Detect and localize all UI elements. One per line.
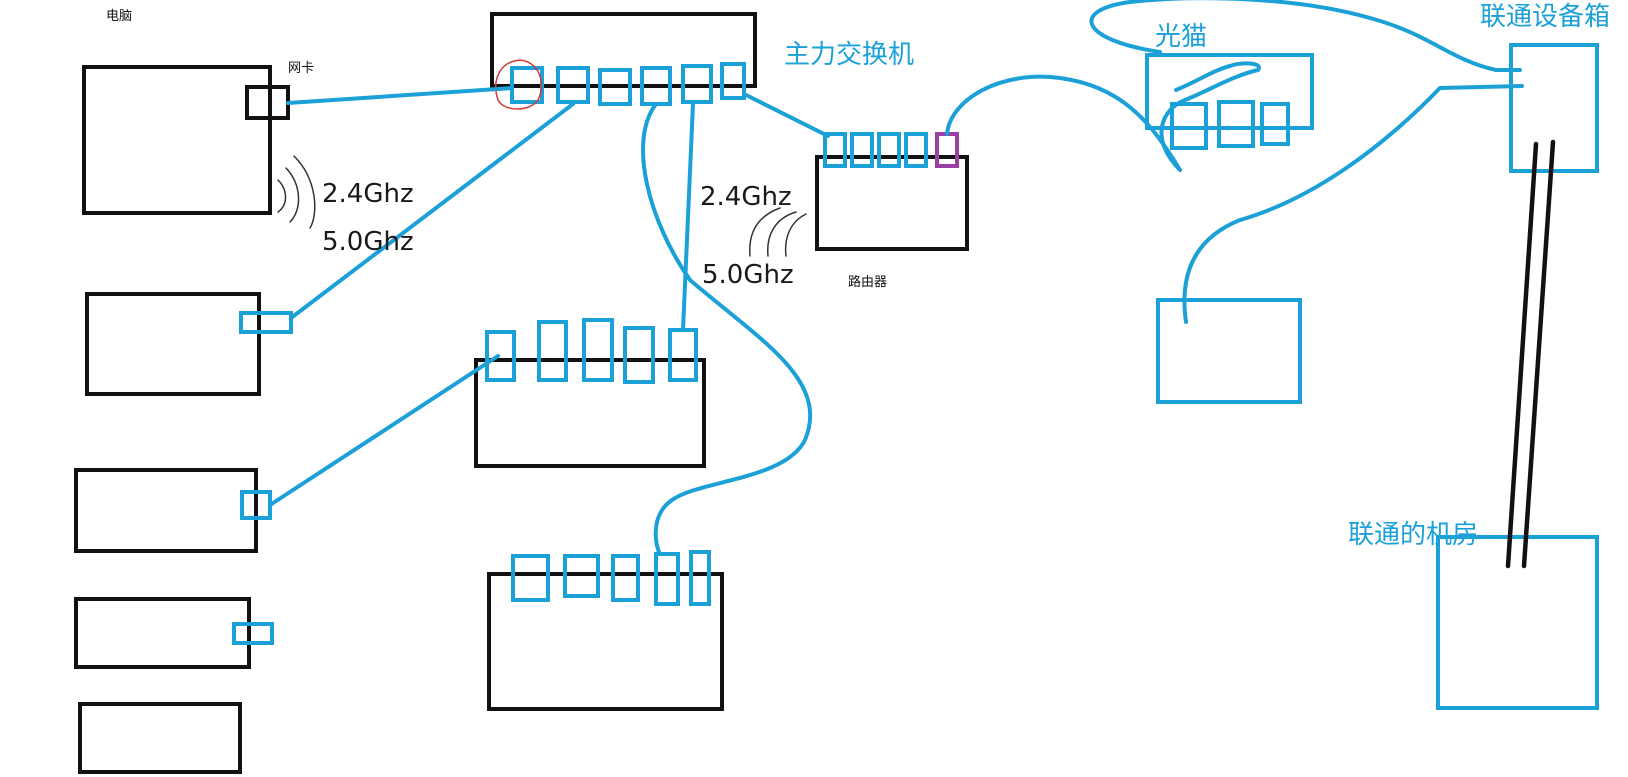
modem-port bbox=[1217, 100, 1255, 148]
secondary-switch-2-box bbox=[487, 572, 724, 711]
router-label: 路由器 bbox=[848, 275, 888, 290]
computer-label: 电脑 bbox=[106, 9, 133, 24]
wifi-arc bbox=[749, 207, 781, 257]
cable-switch-to-switch2 bbox=[641, 102, 813, 556]
wifi-24-label: 2.4Ghz bbox=[322, 179, 414, 209]
router-port bbox=[850, 132, 874, 168]
wifi-arc bbox=[285, 167, 300, 223]
unicom-room-box bbox=[1436, 535, 1599, 710]
secondary-switch-1-box bbox=[474, 358, 706, 468]
switch-port bbox=[681, 64, 713, 104]
fiber-line-2 bbox=[1521, 139, 1556, 569]
wifi-arc bbox=[277, 179, 287, 213]
wifi-arc bbox=[293, 155, 316, 229]
nic-label: 网卡 bbox=[288, 61, 315, 76]
switch-port bbox=[623, 326, 655, 384]
main-switch-label: 主力交换机 bbox=[784, 40, 915, 70]
cable-computer-to-switch bbox=[286, 86, 514, 105]
unicom-room-label: 联通的机房 bbox=[1348, 520, 1479, 550]
nic-port bbox=[245, 85, 290, 120]
router-wan-port bbox=[935, 132, 959, 168]
computer-box bbox=[82, 65, 272, 215]
switch-port bbox=[511, 554, 550, 602]
device-port bbox=[239, 311, 293, 334]
router-port bbox=[904, 132, 928, 168]
device-box-4 bbox=[74, 597, 251, 669]
cable-modem-loop bbox=[1159, 61, 1261, 172]
switch-port bbox=[689, 550, 711, 606]
switch-port bbox=[537, 320, 568, 382]
wifi-50-label: 5.0Ghz bbox=[322, 227, 414, 257]
device-box-2 bbox=[85, 292, 261, 396]
optical-modem-label: 光猫 bbox=[1155, 22, 1208, 52]
router-port bbox=[823, 132, 847, 168]
switch-port bbox=[654, 552, 680, 606]
switch-port bbox=[598, 68, 632, 106]
cable-bluebox-to-unicom-box bbox=[1182, 84, 1524, 324]
optical-modem-box bbox=[1145, 53, 1314, 130]
modem-port bbox=[1260, 102, 1290, 146]
wifi-arc bbox=[767, 211, 797, 257]
cable-device3-to-switch1 bbox=[268, 354, 500, 507]
main-switch-box bbox=[490, 12, 757, 88]
router-port bbox=[877, 132, 901, 168]
switch-port bbox=[556, 66, 590, 104]
device-box-5 bbox=[78, 702, 242, 774]
device-box-3 bbox=[74, 468, 258, 553]
switch-port bbox=[668, 328, 698, 382]
unicom-device-box-label: 联通设备箱 bbox=[1480, 2, 1611, 32]
cable-router-to-modem bbox=[945, 74, 1182, 172]
switch-port bbox=[563, 554, 600, 598]
switch-port bbox=[611, 554, 640, 602]
cable-modem-to-unicom-box-1 bbox=[1089, 0, 1522, 72]
cable-switch-to-router bbox=[742, 92, 830, 138]
highlight-circle bbox=[495, 59, 543, 110]
router-wifi-50-label: 5.0Ghz bbox=[702, 260, 794, 290]
router-box bbox=[815, 155, 969, 251]
cable-switch-to-switch1 bbox=[681, 102, 695, 332]
unlabeled-blue-box bbox=[1156, 298, 1302, 404]
wifi-arc bbox=[784, 213, 807, 257]
router-wifi-24-label: 2.4Ghz bbox=[700, 182, 792, 212]
modem-port bbox=[1170, 102, 1208, 150]
switch-port bbox=[582, 318, 614, 382]
unicom-device-box bbox=[1509, 43, 1599, 173]
switch-port bbox=[720, 62, 746, 100]
cable-device2-to-switch bbox=[289, 102, 575, 320]
device-port bbox=[232, 622, 274, 645]
fiber-line-1 bbox=[1505, 141, 1539, 569]
switch-port bbox=[485, 330, 516, 382]
